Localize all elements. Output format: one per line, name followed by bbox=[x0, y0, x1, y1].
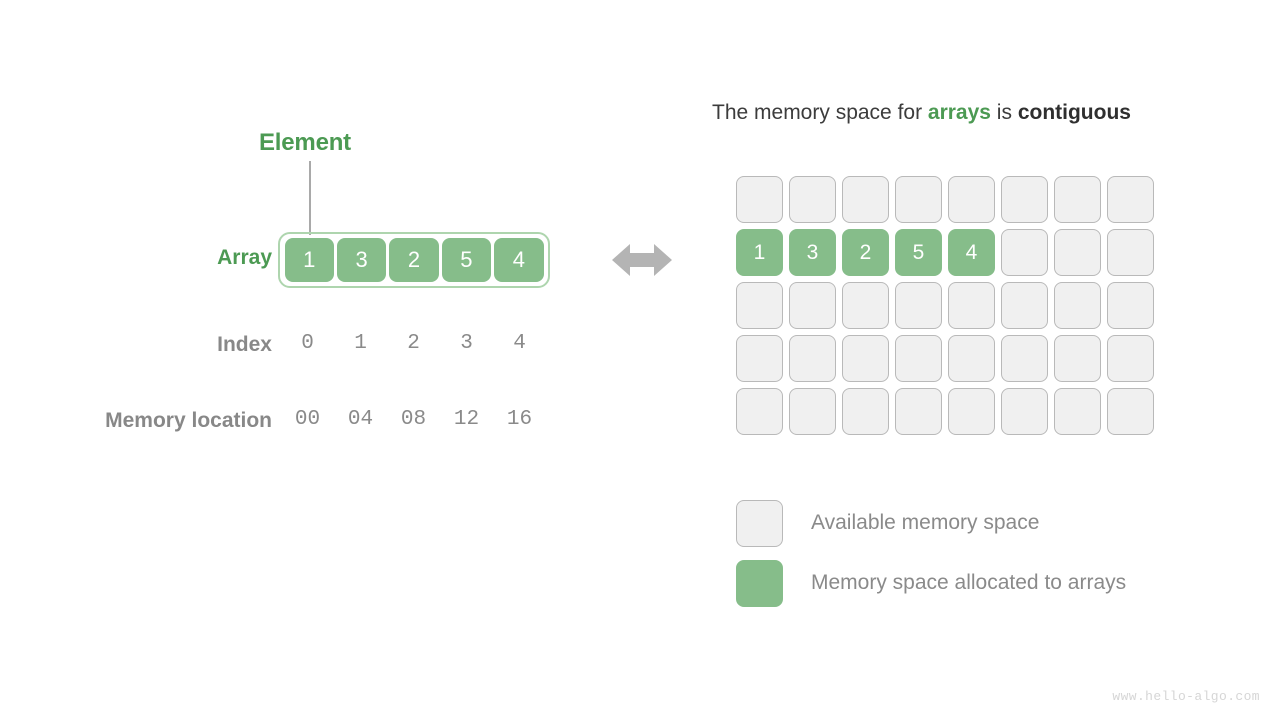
memory-cell-free bbox=[948, 388, 995, 435]
array-cell: 1 bbox=[284, 238, 334, 282]
legend-label: Memory space allocated to arrays bbox=[811, 571, 1127, 594]
heading-highlight-arrays: arrays bbox=[927, 101, 991, 124]
index-value: 4 bbox=[513, 332, 526, 355]
memory-cell-free bbox=[895, 388, 942, 435]
index-value: 3 bbox=[460, 332, 473, 355]
memory-cell-free bbox=[895, 176, 942, 223]
heading-part-1: The memory space for bbox=[712, 101, 928, 124]
memory-cell-allocated: 5 bbox=[895, 229, 942, 276]
memory-cell-free bbox=[895, 335, 942, 382]
heading-part-2: is bbox=[990, 101, 1018, 124]
memory-cell-free bbox=[1054, 335, 1101, 382]
right-panel-heading: The memory space for arrays is contiguou… bbox=[712, 101, 1131, 125]
element-callout-label: Element bbox=[259, 129, 351, 156]
memory-cell-free bbox=[736, 176, 783, 223]
legend-row: Memory space allocated to arrays bbox=[736, 553, 1126, 613]
memory-cell-free bbox=[948, 176, 995, 223]
memory-cell-free bbox=[1001, 335, 1048, 382]
array-cell: 2 bbox=[389, 238, 439, 282]
index-value-row: 0 1 2 3 4 bbox=[278, 332, 550, 355]
memory-location-row-label: Memory location bbox=[105, 409, 272, 432]
index-row-label: Index bbox=[217, 333, 272, 356]
memory-cell-free bbox=[1001, 388, 1048, 435]
memory-cell-free bbox=[1107, 335, 1154, 382]
memory-location-value: 12 bbox=[453, 408, 480, 431]
array-row-label: Array bbox=[217, 246, 272, 269]
memory-cell-free bbox=[1107, 229, 1154, 276]
memory-cell-free bbox=[736, 335, 783, 382]
index-value: 1 bbox=[354, 332, 367, 355]
memory-cell-free bbox=[1054, 388, 1101, 435]
array-cell: 4 bbox=[494, 238, 544, 282]
memory-cell-free bbox=[948, 282, 995, 329]
memory-cell-free bbox=[842, 282, 889, 329]
memory-cell-free bbox=[1001, 176, 1048, 223]
memory-cell-free bbox=[1001, 229, 1048, 276]
memory-cell-free bbox=[736, 388, 783, 435]
legend-label: Available memory space bbox=[811, 511, 1040, 534]
memory-cell-free bbox=[1054, 282, 1101, 329]
index-value: 2 bbox=[407, 332, 420, 355]
memory-cell-free bbox=[1107, 176, 1154, 223]
memory-cell-allocated: 3 bbox=[789, 229, 836, 276]
legend-row: Available memory space bbox=[736, 493, 1126, 553]
memory-cell-free bbox=[1054, 176, 1101, 223]
element-callout-connector-line bbox=[309, 161, 311, 235]
legend-swatch-used bbox=[736, 559, 783, 607]
memory-cell-allocated: 2 bbox=[842, 229, 889, 276]
memory-cell-free bbox=[1107, 388, 1154, 435]
memory-cell-allocated: 1 bbox=[736, 229, 783, 276]
memory-cell-free bbox=[789, 176, 836, 223]
memory-cell-free bbox=[789, 282, 836, 329]
memory-cell-free bbox=[1054, 229, 1101, 276]
memory-cell-free bbox=[895, 282, 942, 329]
memory-cell-free bbox=[1107, 282, 1154, 329]
memory-cell-free bbox=[948, 335, 995, 382]
memory-location-value: 16 bbox=[506, 408, 533, 431]
watermark: www.hello-algo.com bbox=[1112, 689, 1260, 704]
memory-location-value: 08 bbox=[400, 408, 427, 431]
heading-highlight-contiguous: contiguous bbox=[1017, 101, 1131, 124]
memory-cell-free bbox=[789, 335, 836, 382]
array-cell: 3 bbox=[336, 238, 387, 282]
double-headed-arrow-icon bbox=[612, 244, 672, 276]
memory-cell-free bbox=[842, 176, 889, 223]
array-cell: 5 bbox=[441, 238, 492, 282]
memory-cell-free bbox=[1001, 282, 1048, 329]
memory-location-value: 00 bbox=[294, 408, 321, 431]
memory-location-value: 04 bbox=[347, 408, 374, 431]
legend-swatch-free bbox=[736, 499, 783, 547]
memory-cell-allocated: 4 bbox=[948, 229, 995, 276]
memory-cell-free bbox=[789, 388, 836, 435]
memory-cell-free bbox=[842, 388, 889, 435]
memory-cell-free bbox=[842, 335, 889, 382]
memory-location-value-row: 00 04 08 12 16 bbox=[278, 408, 550, 431]
memory-cell-free bbox=[736, 282, 783, 329]
index-value: 0 bbox=[301, 332, 314, 355]
